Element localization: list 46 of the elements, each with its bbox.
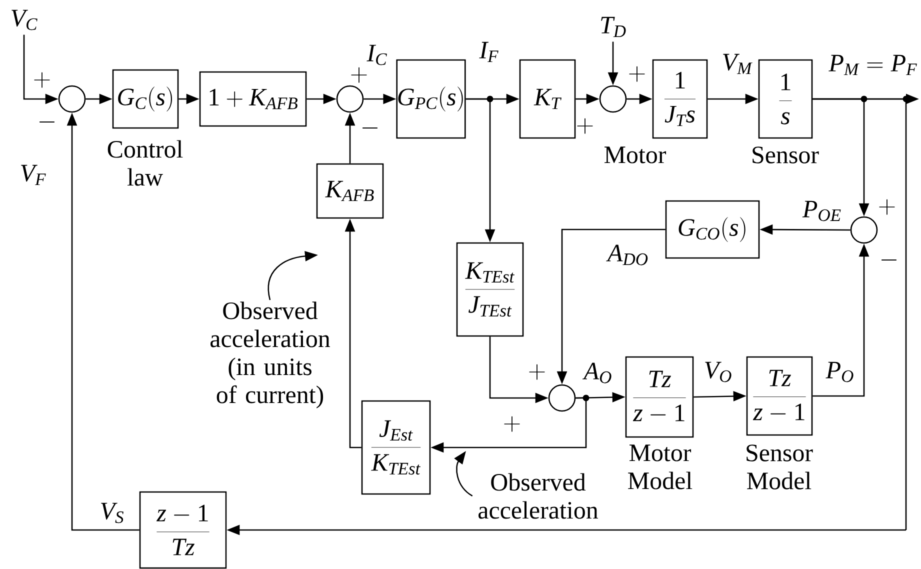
signal-label: $V_O$ <box>705 362 732 382</box>
transfer-function-box: $1+K_{AFB}$ <box>199 71 307 127</box>
signal-label: $A_O$ <box>582 362 612 384</box>
transfer-function-box: $K_{AFB}$ <box>316 163 384 219</box>
block-caption: Control law <box>108 140 183 186</box>
transfer-function-box: $\frac{1}{J_T s}$ <box>652 59 708 139</box>
signal-label: $T_D$ <box>601 16 626 38</box>
transfer-function-box: $\frac{J_{Est}}{K_{TEst}}$ <box>361 400 431 495</box>
transfer-function-box: $G_{CO}(s)$ <box>665 200 760 259</box>
sign-label: $+$ <box>577 118 593 134</box>
sign-label: $+$ <box>879 199 895 215</box>
signal-label: $P_{OE}$ <box>802 200 841 222</box>
signal-label: $A_{DO}$ <box>606 244 648 266</box>
transfer-function-box: $G_{PC}(s)$ <box>396 59 466 139</box>
summing-junction <box>850 216 878 244</box>
signal-label: $I_C$ <box>366 44 387 66</box>
summing-junction <box>599 85 627 113</box>
block-caption: Motor Model <box>628 444 692 490</box>
signal-label: $V_S$ <box>101 502 124 524</box>
transfer-function-box: $G_C(s)$ <box>112 69 179 129</box>
sign-label: $+$ <box>34 72 50 88</box>
sign-label: $+$ <box>529 364 545 380</box>
summing-junction <box>548 384 576 412</box>
transfer-function-box: $\frac{K_{TEst}}{J_{TEst}}$ <box>456 242 524 337</box>
sign-label: $+$ <box>351 67 367 83</box>
block-caption: Sensor Model <box>746 444 813 490</box>
sign-label: $+$ <box>629 66 645 82</box>
transfer-function-box: $K_T$ <box>519 59 576 139</box>
summing-junction <box>58 85 86 113</box>
transfer-function-box: $\frac{1}{s}$ <box>758 59 813 139</box>
summing-junction <box>336 85 364 113</box>
transfer-function-box: $\frac{z-1}{Tz}$ <box>139 491 227 569</box>
transfer-function-box: $\frac{Tz}{z-1}$ <box>746 356 813 436</box>
signal-label: $V_C$ <box>12 10 38 30</box>
block-caption: Sensor <box>752 146 819 164</box>
signal-label: $I_F$ <box>479 42 498 62</box>
connector-line <box>812 98 907 530</box>
transfer-function-box: $\frac{Tz}{z-1}$ <box>625 356 694 438</box>
signal-label: $P_M = P_F$ <box>828 54 917 76</box>
annotation-text: Observed acceleration (in units of current) <box>210 302 330 408</box>
annotation-text: Observed acceleration <box>478 473 598 519</box>
signal-label: $V_M$ <box>723 54 752 74</box>
signal-label: $P_O$ <box>826 362 854 382</box>
block-caption: Motor <box>604 146 666 164</box>
sign-label: $+$ <box>504 416 520 432</box>
signal-label: $V_F$ <box>21 164 46 186</box>
